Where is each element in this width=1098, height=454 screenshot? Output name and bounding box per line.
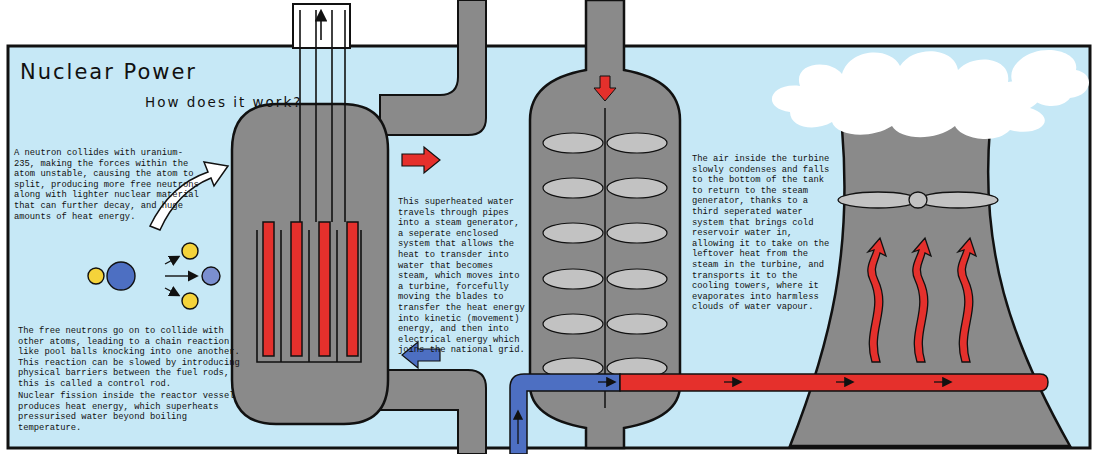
cold-water-pipe xyxy=(510,374,620,454)
title: Nuclear Power xyxy=(20,60,197,84)
flow-arrow-hot xyxy=(402,147,440,173)
hot-pipe xyxy=(380,0,486,135)
turbine-blade xyxy=(543,223,603,243)
turbine-blade xyxy=(607,133,667,153)
tower-fan xyxy=(838,192,998,208)
turbine-blades xyxy=(543,133,667,378)
turbine-blade xyxy=(607,223,667,243)
subtitle: How does it work? xyxy=(145,94,302,110)
control-rod-housing xyxy=(293,4,350,48)
turbine-blade xyxy=(543,178,603,198)
turbine-blade xyxy=(543,269,603,289)
fission-note: A neutron collides with uranium-235, mak… xyxy=(14,148,200,222)
reactor-note: Nuclear fission inside the reactor vesse… xyxy=(18,391,250,433)
return-pipe xyxy=(380,370,486,454)
steam-cloud xyxy=(772,51,1045,139)
turbine-blade xyxy=(607,178,667,198)
cooling-tower xyxy=(790,120,1070,446)
steam-generator-note: This superheated water travels through p… xyxy=(398,197,526,356)
turbine-blade xyxy=(543,133,603,153)
warm-water-pipe xyxy=(620,374,1048,391)
heat-arrows xyxy=(868,238,976,362)
turbine-blade xyxy=(607,269,667,289)
reactor-vessel xyxy=(232,104,388,424)
turbine-blade xyxy=(607,314,667,334)
chain-reaction-note: The free neutrons go on to collide with … xyxy=(18,326,250,390)
fission-illustration xyxy=(88,243,220,309)
turbine-blade xyxy=(543,314,603,334)
cooling-note: The air inside the turbine slowly conden… xyxy=(692,154,832,313)
